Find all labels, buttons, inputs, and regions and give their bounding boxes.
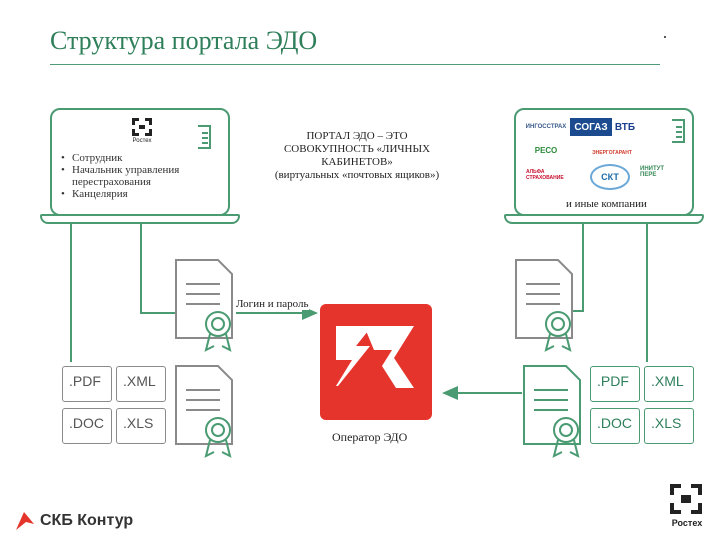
- decorative-dot: [664, 36, 666, 38]
- left-laptop-base: [40, 214, 240, 224]
- skb-kontur-logo-icon: [16, 512, 34, 530]
- insurer-logo: ИНИТУТ ПЕРЕ: [640, 166, 665, 178]
- insurer-logo: АЛЬФА СТРАХОВАНИЕ: [526, 169, 564, 181]
- file-type-tile: .XLS: [116, 408, 166, 444]
- certified-document-icon: [175, 365, 233, 458]
- login-label: Логин и пароль: [236, 298, 309, 310]
- certified-document-icon: [515, 259, 573, 352]
- rostec-corner-logo-text: Ростех: [671, 518, 703, 528]
- file-type-tile: .XML: [116, 366, 166, 402]
- document-icon: [198, 125, 211, 149]
- right-laptop-base: [504, 214, 704, 224]
- connector-line: [140, 222, 142, 314]
- file-type-tile: .DOC: [62, 408, 112, 444]
- note-line: ПОРТАЛ ЭДО – ЭТО: [306, 130, 408, 142]
- left-role-list: Сотрудник Начальник управления перестрах…: [58, 152, 208, 200]
- rostec-corner-logo-icon: [670, 484, 702, 514]
- skb-kontur-brand: СКБ Контур: [40, 512, 134, 529]
- file-type-tile: .XML: [644, 366, 694, 402]
- insurer-logo: СОГАЗ: [570, 118, 612, 136]
- rostec-logo-text: Ростех: [132, 138, 152, 144]
- connector-line: [236, 312, 316, 314]
- file-type-tile: .PDF: [62, 366, 112, 402]
- list-item: Канцелярия: [58, 188, 208, 200]
- insurer-logo: ИНГОССТРАХ: [525, 124, 567, 130]
- note-line: (виртуальных «почтовых ящиков»): [274, 169, 440, 181]
- operator-label: Оператор ЭДО: [332, 430, 408, 444]
- document-icon: [672, 119, 685, 143]
- file-type-tile: .DOC: [590, 408, 640, 444]
- connector-line: [646, 222, 648, 362]
- connector-line: [70, 222, 72, 362]
- connector-line: [582, 222, 584, 312]
- insurer-logo: РЕСО: [534, 145, 558, 155]
- operator-logo-icon: [320, 304, 432, 420]
- connector-line: [140, 312, 182, 314]
- title-divider: [50, 64, 660, 65]
- other-companies-caption: и иные компании: [566, 198, 647, 210]
- insurer-logo: ВТБ: [614, 121, 636, 133]
- file-type-tile: .XLS: [644, 408, 694, 444]
- certified-document-icon: [175, 259, 233, 352]
- list-item: Сотрудник: [58, 152, 208, 164]
- file-type-tile: .PDF: [590, 366, 640, 402]
- insurer-logo: СКТ: [590, 164, 630, 190]
- arrow-left-icon: [442, 386, 458, 400]
- certified-document-icon: [523, 365, 581, 458]
- portal-description: ПОРТАЛ ЭДО – ЭТО СОВОКУПНОСТЬ «ЛИЧНЫХ КА…: [262, 130, 452, 182]
- insurer-logo: ЭНЕРГОГАРАНТ: [592, 150, 632, 156]
- rostec-logo-icon: [132, 118, 152, 136]
- note-line: КАБИНЕТОВ»: [321, 156, 393, 168]
- page-title: Структура портала ЭДО: [50, 26, 318, 55]
- connector-line: [456, 392, 522, 394]
- note-line: СОВОКУПНОСТЬ «ЛИЧНЫХ: [283, 143, 431, 155]
- list-item: Начальник управления перестрахования: [58, 164, 208, 188]
